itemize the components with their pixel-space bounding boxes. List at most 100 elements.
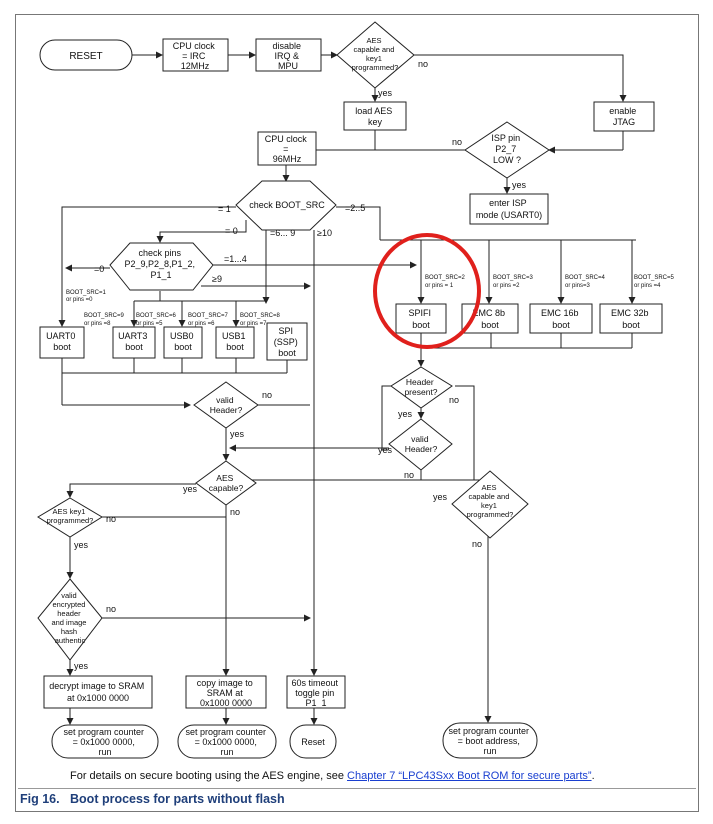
decrypt-box xyxy=(43,675,153,709)
run-terminal-3-text: set program counter = boot address, run xyxy=(448,726,531,756)
label-no-aes-right: no xyxy=(472,539,482,549)
spi-ssp-text: SPI (SSP) boot xyxy=(274,326,301,358)
figure-number: Fig 16. xyxy=(20,792,60,806)
usb1-text: USB1 boot xyxy=(222,331,248,352)
valid-header-left-decision xyxy=(193,381,259,429)
disable-irq-box xyxy=(255,38,322,72)
label-no-encrypted: no xyxy=(106,604,116,614)
connectors xyxy=(58,51,636,725)
label-yes-aes: yes xyxy=(378,88,393,98)
spi-ssp-box xyxy=(266,322,308,361)
header-present-decision xyxy=(390,366,453,409)
valid-header-right-decision xyxy=(388,418,453,471)
timeout-text: 60s timeout toggle pin P1_1 xyxy=(291,678,340,708)
emc32-box xyxy=(599,303,663,334)
run-terminal-1 xyxy=(51,724,159,759)
caption-rule xyxy=(18,788,696,789)
enable-jtag-box xyxy=(593,101,655,132)
boot-src-decision xyxy=(235,180,337,231)
label-eq6-9: =6... 9 xyxy=(270,228,295,238)
label-eq1-4: =1...4 xyxy=(224,254,247,264)
isp-pin-decision xyxy=(464,121,550,179)
emc16-text: EMC 16b boot xyxy=(541,308,581,330)
uart3-text: UART3 boot xyxy=(118,331,150,352)
enter-isp-box xyxy=(469,193,549,225)
uart0-text: UART0 boot xyxy=(46,331,78,352)
label-no-aes: no xyxy=(418,59,428,69)
copy-box xyxy=(185,675,267,709)
label-no-valid-left: no xyxy=(262,390,272,400)
enter-isp-text: enter ISP mode (USART0) xyxy=(476,198,542,220)
footnote: For details on secure booting using the … xyxy=(70,770,595,782)
label-eq2-5: =2..5 xyxy=(345,203,365,213)
label-eq1: = 1 xyxy=(218,204,231,214)
label-no-aes-capable: no xyxy=(230,507,240,517)
copy-text: copy image to SRAM at 0x1000 0000 xyxy=(197,678,256,708)
emc16-box xyxy=(529,303,593,334)
isp-pin-decision-text: ISP pin P2_7 LOW ? xyxy=(491,133,522,165)
figure-caption: Fig 16. Boot process for parts without f… xyxy=(20,792,285,806)
header-present-text: Header present? xyxy=(404,377,437,397)
label-yes-valid-right: yes xyxy=(378,445,393,455)
aes-key1-right-decision xyxy=(451,470,529,539)
uart0-box xyxy=(39,326,85,359)
cpu-clock-96-box xyxy=(257,131,317,166)
aes-capable-decision xyxy=(195,460,257,506)
label-no-aes-left: no xyxy=(106,514,116,524)
check-pins-decision xyxy=(109,242,214,291)
label-yes-encrypted: yes xyxy=(74,661,89,671)
run-terminal-2-text: set program counter = 0x1000 0000, run xyxy=(185,727,268,757)
disable-irq-text: disable IRQ & MPU xyxy=(272,41,303,71)
cpu-clock-96-text: CPU clock = 96MHz xyxy=(265,134,310,164)
label-yes-isp: yes xyxy=(512,180,527,190)
run-terminal-2 xyxy=(177,724,277,759)
decrypt-text: decrypt image to SRAM at 0x1000 0000 xyxy=(49,681,147,703)
valid-header-right-text: valid Header? xyxy=(405,434,438,454)
usb0-text: USB0 boot xyxy=(170,331,196,352)
load-aes-key-text: load AES key xyxy=(355,106,395,127)
label-eq0: = 0 xyxy=(225,226,238,236)
footnote-prefix: For details on secure booting using the … xyxy=(70,770,348,782)
decision-nodes: AES capable and key1 programmed? ISP pin… xyxy=(37,21,550,661)
aes-capable-text: AES capable? xyxy=(209,473,244,493)
label-yes-aes-left: yes xyxy=(74,540,89,550)
valid-header-left-text: valid Header? xyxy=(210,395,243,415)
figure-title: Boot process for parts without flash xyxy=(70,792,285,806)
footnote-suffix: . xyxy=(591,770,595,782)
spifi-highlight-circle xyxy=(373,233,481,349)
label-yes-aes-right: yes xyxy=(433,492,448,502)
chapter-link[interactable]: Chapter 7 “LPC43Sxx Boot ROM for secure … xyxy=(347,770,592,782)
emc8-text: EMC 8b boot xyxy=(472,308,507,330)
valid-encrypted-text: valid encrypted header and image hash au… xyxy=(51,591,88,645)
emc32-text: EMC 32b boot xyxy=(611,308,651,330)
label-yes-valid-left: yes xyxy=(230,429,245,439)
label-no-valid-right: no xyxy=(404,470,414,480)
aes-key1-decision-text: AES capable and key1 programmed? xyxy=(352,36,399,72)
process-boxes: RESET CPU clock = IRC 12MHz disable IRQ … xyxy=(39,38,663,759)
label-ge9: ≥9 xyxy=(212,274,222,284)
usb1-box xyxy=(215,326,255,359)
run-terminal-3 xyxy=(442,722,538,759)
cpu-clock-irc-box xyxy=(162,38,229,72)
label-no-header-present: no xyxy=(449,395,459,405)
reset-label: RESET xyxy=(69,51,102,62)
aes-key1-left-decision xyxy=(37,497,103,538)
usb0-box xyxy=(163,326,203,359)
label-ge10: ≥10 xyxy=(317,228,332,238)
enable-jtag-text: enable JTAG xyxy=(609,106,639,127)
uart3-box xyxy=(112,326,156,359)
cpu-clock-irc-text: CPU clock = IRC 12MHz xyxy=(173,41,218,71)
reset-end-terminal xyxy=(289,724,337,759)
label-yes-header-present: yes xyxy=(398,409,413,419)
figure-frame xyxy=(15,14,699,812)
reset-start-terminal xyxy=(39,39,133,71)
spifi-text: SPIFI boot xyxy=(408,308,433,330)
